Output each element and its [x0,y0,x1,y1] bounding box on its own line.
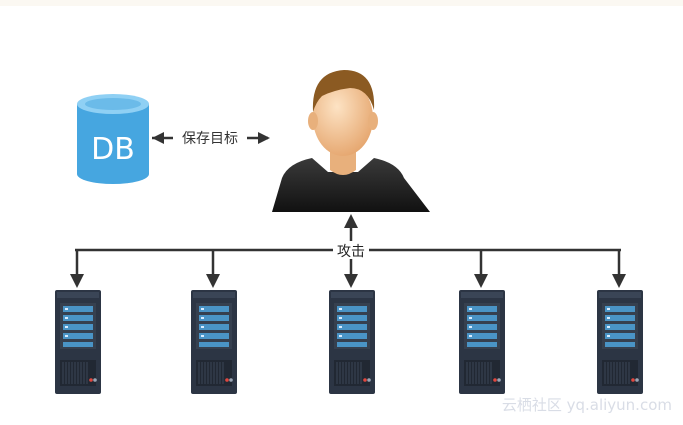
server-icon [458,289,506,395]
attack-connector: 攻击 [333,214,371,260]
database-icon: DB [77,94,149,184]
top-strip [0,0,683,6]
save-target-link: 保存目标 [152,131,270,147]
server-icon [596,289,644,395]
watermark: 云栖社区 yq.aliyun.com [502,396,672,414]
server-drops [70,250,626,288]
database-label: DB [91,132,135,167]
server-icon [54,289,102,395]
server-icon [328,289,376,395]
attacker-avatar [272,70,430,212]
attack-label: 攻击 [337,244,365,260]
save-target-label: 保存目标 [182,131,238,147]
server-icon [190,289,238,395]
